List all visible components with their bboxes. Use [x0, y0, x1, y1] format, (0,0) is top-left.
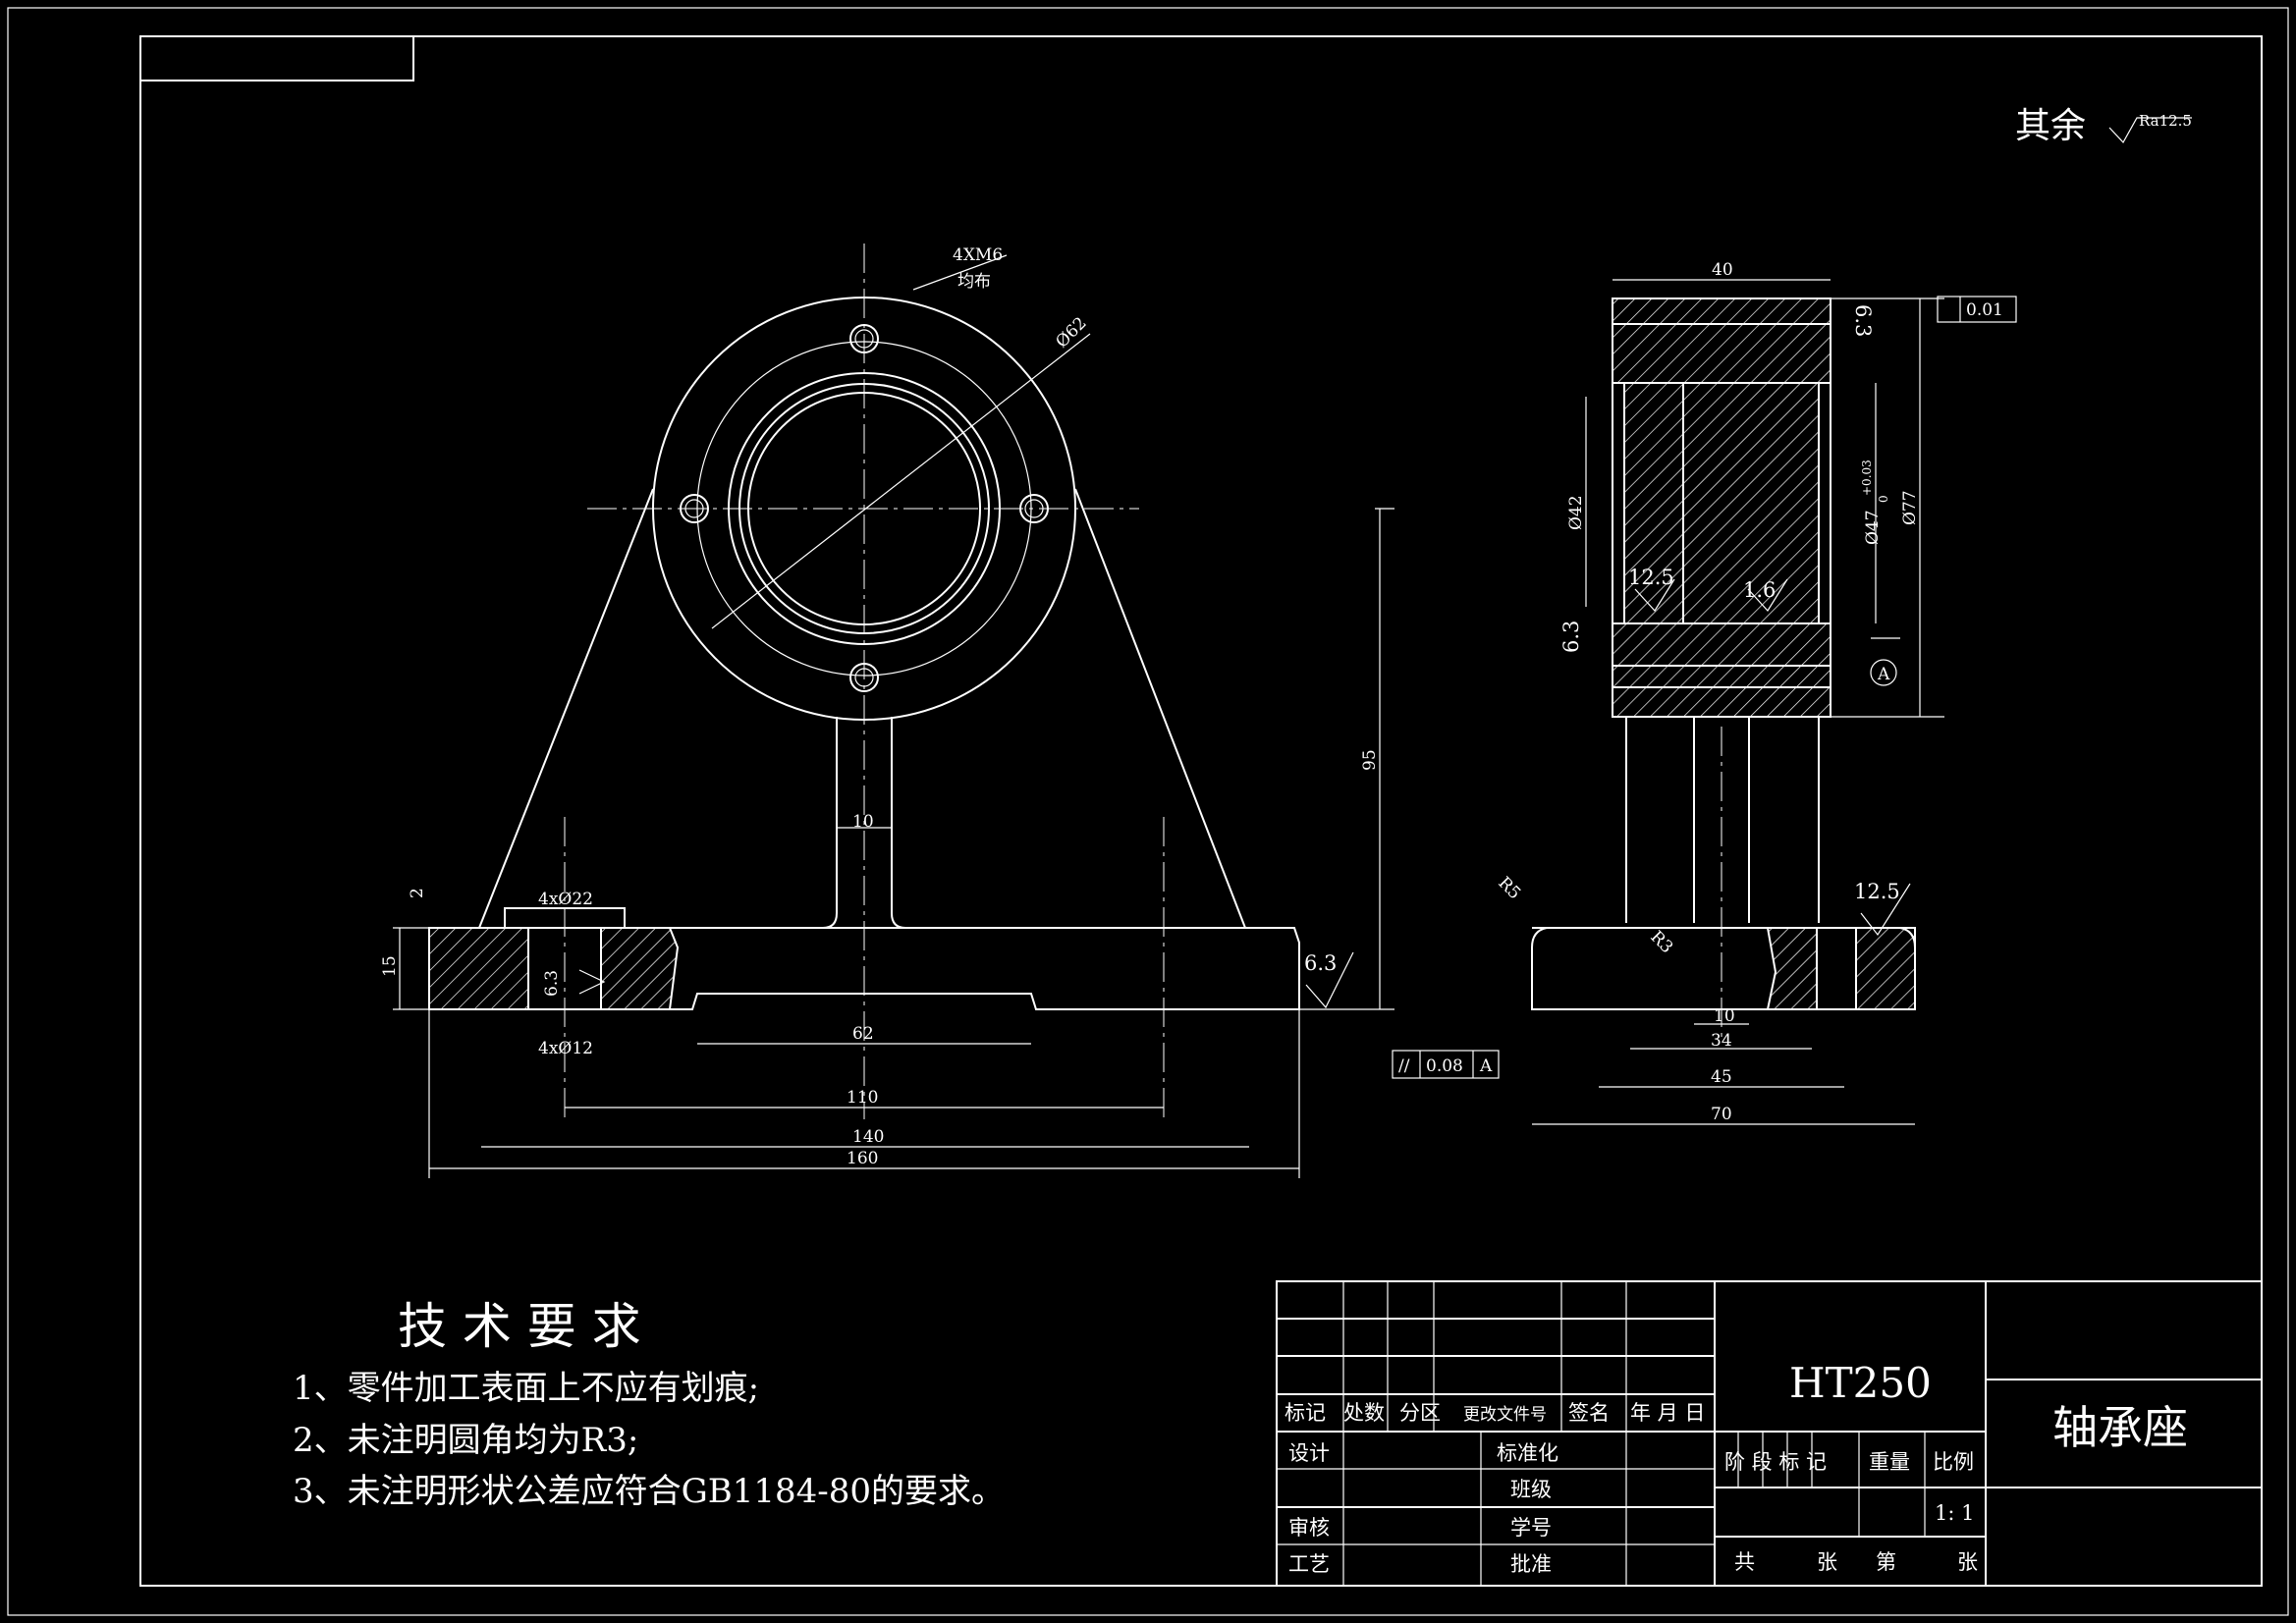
title-block	[1276, 1280, 2263, 1587]
rough-hole-label: 6.3	[542, 970, 562, 997]
rough-base-label: 6.3	[1304, 951, 1337, 975]
header-mark: 标记	[1285, 1401, 1326, 1425]
thread-callout: 4XM6	[953, 245, 1003, 265]
weight-label: 重量	[1869, 1450, 1910, 1474]
code-box	[139, 35, 414, 81]
review-label: 审核	[1288, 1516, 1330, 1540]
sheet-unit2-label: 张	[1957, 1550, 1978, 1574]
rough-top-label: 6.3	[1851, 304, 1875, 337]
scale-value: 1: 1	[1935, 1501, 1974, 1525]
height-label: 95	[1360, 749, 1380, 771]
outer-dia-label: Ø77	[1900, 490, 1920, 525]
roughness-symbol	[2108, 117, 2192, 144]
class-label: 班级	[1510, 1478, 1552, 1501]
header-change-doc: 更改文件号	[1463, 1405, 1547, 1425]
side-width-label: 40	[1712, 260, 1733, 280]
design-label: 设计	[1288, 1441, 1330, 1465]
student-no-label: 学号	[1510, 1516, 1552, 1540]
counterbore-label: 4xØ22	[538, 890, 593, 909]
standard-label: 标准化	[1497, 1441, 1558, 1465]
surface-note: 其余	[2015, 106, 2086, 146]
bore-label: Ø42	[1566, 495, 1586, 530]
inner-length-label: 140	[852, 1127, 884, 1147]
requirement-item-1: 1、零件加工表面上不应有划痕;	[293, 1369, 759, 1408]
scale-header: 比例	[1933, 1450, 1974, 1474]
parallel-tol-label: 0.08	[1426, 1056, 1463, 1076]
front-datum-label: A	[1479, 1056, 1493, 1076]
material-label: HT250	[1789, 1359, 1932, 1407]
rough-left-label: 6.3	[1559, 621, 1583, 653]
bore-tol-low-label: 0	[1877, 495, 1890, 503]
sheet-no-label: 第	[1876, 1550, 1896, 1574]
process-label: 工艺	[1288, 1552, 1330, 1576]
dim-70-label: 70	[1711, 1105, 1732, 1124]
side-datum-label: A	[1877, 665, 1890, 684]
rough-side-base-label: 12.5	[1854, 880, 1900, 903]
requirement-item-3: 3、未注明形状公差应符合GB1184-80的要求。	[293, 1472, 1005, 1511]
side-view	[1531, 279, 2017, 1125]
drawing-frame	[139, 35, 2263, 1587]
sheet-total-label: 共	[1734, 1550, 1755, 1574]
requirements-title: 技 术 要 求	[398, 1298, 641, 1355]
slot-width-label: 62	[852, 1024, 874, 1044]
outer-border	[7, 7, 2289, 1616]
bore-fit-label: Ø47	[1863, 510, 1883, 545]
rib-label: 10	[852, 812, 874, 832]
roughness-value: Ra12.5	[2139, 112, 2192, 130]
total-length-label: 160	[847, 1149, 878, 1168]
runout-tol-label: 0.01	[1966, 300, 2003, 320]
hole-label: 4xØ12	[538, 1039, 593, 1058]
top-depth-label: 2	[408, 888, 427, 898]
header-zone: 分区	[1399, 1401, 1441, 1425]
dim-10-label: 10	[1714, 1006, 1735, 1026]
parallel-symbol: //	[1398, 1056, 1410, 1076]
header-date: 年 月 日	[1630, 1401, 1705, 1425]
part-name-label: 轴承座	[2052, 1401, 2188, 1454]
dim-45-label: 45	[1711, 1067, 1732, 1087]
header-signature: 签名	[1568, 1401, 1610, 1425]
sheet-unit-label: 张	[1817, 1550, 1837, 1574]
front-view	[393, 243, 1500, 1178]
bore-tol-label: +0.03	[1860, 460, 1874, 496]
fillet-r5-label: R5	[1494, 873, 1524, 903]
thread-note: 均布	[957, 272, 991, 292]
stage-label: 阶 段 标 记	[1724, 1450, 1827, 1474]
base-height-label: 15	[380, 955, 400, 977]
rough-fit-label: 1.6	[1743, 578, 1776, 602]
requirement-item-2: 2、未注明圆角均为R3;	[293, 1421, 638, 1460]
pitch-dia-label: Ø62	[1052, 313, 1090, 352]
approve-label: 批准	[1510, 1552, 1552, 1576]
hole-pitch-label: 110	[847, 1088, 878, 1108]
header-count: 处数	[1343, 1401, 1385, 1425]
dim-34-label: 34	[1711, 1031, 1732, 1051]
rough-bore-label: 12.5	[1628, 566, 1674, 589]
fillet-r3-label: R3	[1646, 927, 1676, 957]
